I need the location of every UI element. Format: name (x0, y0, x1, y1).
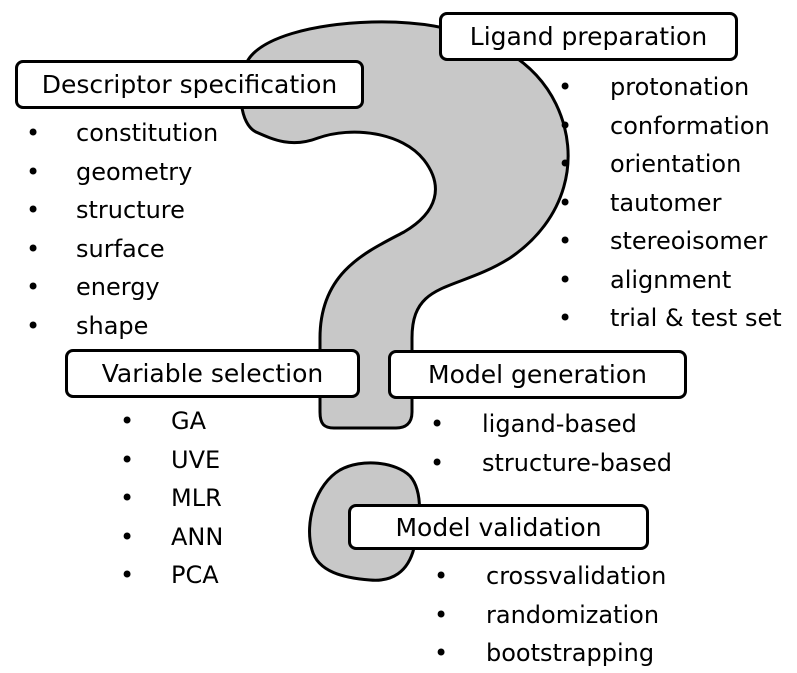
list-item: structure-based (430, 444, 672, 483)
variable-list: GA UVE MLR ANN PCA (120, 402, 223, 595)
list-item: ligand-based (430, 405, 672, 444)
list-item: PCA (120, 556, 223, 595)
ligand-preparation-box: Ligand preparation (439, 12, 738, 61)
list-item: structure (0, 191, 218, 230)
list-item: conformation (558, 107, 782, 146)
ligand-list: protonation conformation orientation tau… (558, 68, 782, 338)
variable-selection-box: Variable selection (65, 349, 360, 398)
list-item: UVE (120, 441, 223, 480)
list-item: protonation (558, 68, 782, 107)
descriptor-specification-box: Descriptor specification (15, 60, 364, 109)
model-generation-title: Model generation (428, 360, 647, 389)
list-item: alignment (558, 261, 782, 300)
list-item: shape (0, 307, 218, 346)
model-generation-box: Model generation (388, 350, 687, 399)
list-item: surface (0, 230, 218, 269)
list-item: constitution (0, 114, 218, 153)
list-item: trial & test set (558, 299, 782, 338)
list-item: crossvalidation (434, 557, 666, 596)
model-validation-title: Model validation (395, 512, 602, 542)
list-item: bootstrapping (434, 634, 666, 673)
descriptor-specification-title: Descriptor specification (41, 70, 338, 99)
list-item: randomization (434, 596, 666, 635)
variable-selection-title: Variable selection (101, 359, 324, 388)
model-validation-list: crossvalidation randomization bootstrapp… (434, 557, 666, 673)
list-item: stereoisomer (558, 222, 782, 261)
list-item: MLR (120, 479, 223, 518)
model-generation-list: ligand-based structure-based (430, 405, 672, 482)
list-item: geometry (0, 153, 218, 192)
list-item: energy (0, 268, 218, 307)
list-item: orientation (558, 145, 782, 184)
list-item: GA (120, 402, 223, 441)
descriptor-list: constitution geometry structure surface … (0, 114, 218, 345)
ligand-preparation-title: Ligand preparation (469, 22, 708, 51)
model-validation-box: Model validation (348, 504, 649, 550)
list-item: ANN (120, 518, 223, 557)
list-item: tautomer (558, 184, 782, 223)
